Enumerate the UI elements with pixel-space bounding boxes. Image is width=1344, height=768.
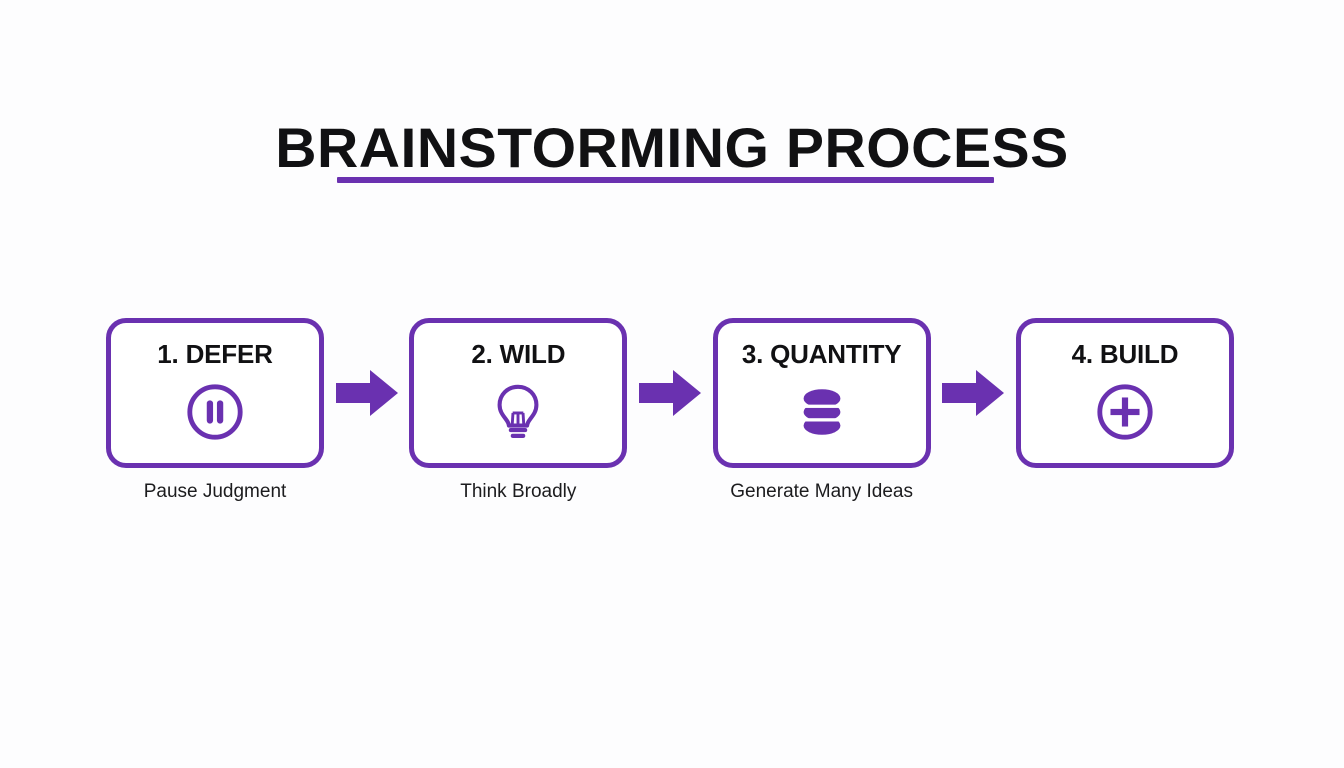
flow-arrow-1 bbox=[333, 369, 401, 417]
flow-arrow-3 bbox=[939, 369, 1007, 417]
step-caption-3: Generate Many Ideas bbox=[730, 481, 913, 502]
step-card-4[interactable]: 4. BUILD bbox=[1015, 318, 1234, 468]
step-caption-1: Pause Judgment bbox=[143, 481, 287, 502]
step-card-3[interactable]: 3. QUANTITY bbox=[712, 318, 931, 468]
step-title-1: 1. DEFER bbox=[157, 339, 273, 369]
pause-circle-icon bbox=[187, 384, 243, 440]
step-title-2: 2. WILD bbox=[471, 339, 566, 369]
process-step-1[interactable]: 1. DEFER Pause Judgment bbox=[106, 318, 324, 502]
arrow-right-icon bbox=[942, 370, 1005, 416]
step-card-2[interactable]: 2. WILD bbox=[409, 318, 628, 468]
page-title: BRAINSTORMING PROCESS bbox=[0, 116, 1344, 179]
arrow-right-icon bbox=[335, 370, 398, 416]
stack-layers-icon bbox=[801, 389, 842, 435]
process-step-4[interactable]: 4. BUILD bbox=[1015, 318, 1234, 468]
process-step-2[interactable]: 2. WILD Think Broadly bbox=[409, 318, 628, 502]
process-step-3[interactable]: 3. QUANTITY Generate Many Ideas bbox=[712, 318, 931, 502]
step-title-3: 3. QUANTITY bbox=[741, 339, 902, 369]
step-card-1[interactable]: 1. DEFER bbox=[106, 318, 324, 468]
page-title-text: BRAINSTORMING PROCESS bbox=[275, 116, 1069, 179]
step-caption-2: Think Broadly bbox=[460, 481, 577, 502]
plus-circle-icon bbox=[1097, 384, 1153, 440]
arrow-right-icon bbox=[638, 370, 701, 416]
title-underline-rule bbox=[337, 177, 994, 183]
lightbulb-icon bbox=[497, 384, 539, 438]
flow-arrow-2 bbox=[636, 369, 704, 417]
process-flow: 1. DEFER Pause Judgment 2. WILD bbox=[106, 318, 1234, 502]
step-title-4: 4. BUILD bbox=[1071, 339, 1179, 369]
